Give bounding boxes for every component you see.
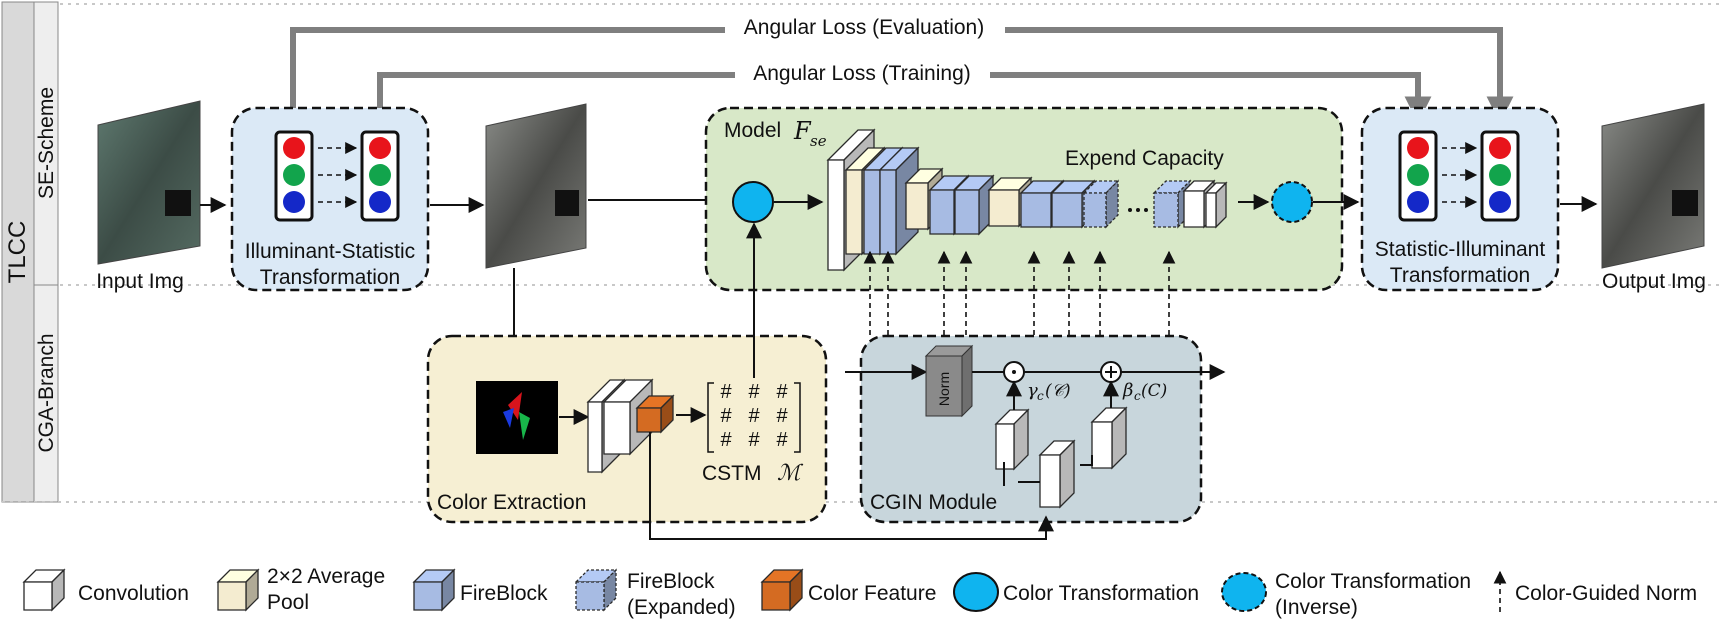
ist-label-line2: Transformation: [260, 266, 400, 289]
cgin-conv-gamma: [994, 408, 1030, 471]
add-cross: [1105, 366, 1117, 378]
gamma-subscript: c: [1037, 389, 1044, 403]
legend-color-transformation-inverse-icon: [1221, 572, 1267, 612]
cstm-cell-1-0: #: [720, 405, 732, 427]
output-image: [1601, 103, 1705, 269]
legend-fireblock-expanded-icon: [574, 568, 618, 612]
cstm-matrix: [707, 382, 801, 453]
loss-evaluation-line: [279, 27, 1514, 140]
net-fireblock-expanded-1: [1082, 179, 1120, 229]
sit-label-line2: Transformation: [1390, 264, 1530, 287]
beta-subscript: c: [1134, 389, 1141, 403]
legend-color-feature: Color Feature: [808, 582, 936, 605]
ce-color-feature: [635, 394, 675, 434]
sit-label-line1: Statistic-Illuminant: [1375, 238, 1546, 261]
model-network: [826, 128, 1228, 272]
ist-label-line1: Illuminant-Statistic: [245, 240, 415, 263]
beta-argument: (C): [1141, 381, 1167, 401]
cgin-conv-beta: [1090, 406, 1128, 470]
legend-color-transformation-inv-line2: (Inverse): [1275, 596, 1358, 619]
legend-color-feature-icon: [760, 568, 804, 612]
beta-symbol: β: [1122, 380, 1133, 401]
model-label: Model: [724, 119, 781, 142]
transformed-image: [485, 103, 587, 269]
loss-training-line: [366, 72, 1432, 140]
sit-box: [1360, 106, 1560, 292]
net-fireblock-4: [953, 174, 995, 236]
legend-fireblock-exp-line1: FireBlock: [627, 570, 715, 593]
cstm-cell-0-1: #: [748, 381, 760, 403]
legend-convolution-icon: [22, 568, 66, 612]
color-extraction-network: [586, 378, 675, 474]
sit-traffic-light-left: [1398, 130, 1438, 222]
loss-evaluation-label: Angular Loss (Evaluation): [744, 16, 984, 39]
gamma-argument: (𝒞): [1045, 381, 1071, 401]
ist-traffic-light-right: [360, 130, 400, 222]
input-image-label: Input Img: [96, 270, 184, 293]
color-histogram-image: [476, 381, 558, 454]
norm-label: Norm: [936, 372, 952, 406]
color-guided-norm-arrows: [863, 250, 1176, 335]
cgin-label: CGIN Module: [870, 491, 997, 514]
ist-dashed-arrows: [318, 142, 358, 208]
loss-training-label: Angular Loss (Training): [753, 62, 971, 85]
cgin-conv-shared: [1038, 439, 1076, 509]
net-conv-out-2: [1204, 181, 1228, 229]
legend-color-transformation-inv-line1: Color Transformation: [1275, 570, 1471, 593]
cstm-cell-2-1: #: [748, 429, 760, 451]
multiply-dot: [1012, 370, 1016, 374]
input-image: [97, 100, 201, 265]
cstm-cell-0-2: #: [776, 381, 788, 403]
sidebar-main-label: TLCC: [4, 221, 31, 284]
legend-fireblock-exp-line2: (Expanded): [627, 596, 736, 619]
legend-avgpool-line2: Pool: [267, 591, 309, 614]
expend-capacity-label: Expend Capacity: [1065, 147, 1224, 170]
cstm-label: CSTM: [702, 462, 762, 485]
color-feature-path: [649, 432, 1054, 540]
gamma-symbol: γ: [1027, 380, 1038, 401]
sit-dashed-arrows: [1442, 142, 1478, 208]
net-ellipsis-dot-3: [1144, 208, 1148, 212]
sidebar-top-label: SE-Scheme: [35, 87, 58, 199]
cstm-cell-2-0: #: [720, 429, 732, 451]
model-symbol: F: [793, 117, 812, 145]
cstm-cell-1-2: #: [776, 405, 788, 427]
model-subscript: se: [810, 132, 827, 150]
color-transformation-node: [732, 181, 774, 223]
cgin-internal-lines: [1003, 380, 1119, 486]
cstm-cell-0-0: #: [720, 381, 732, 403]
legend-convolution: Convolution: [78, 582, 189, 605]
cgin-convolutions: [994, 406, 1128, 509]
legend-fireblock: FireBlock: [460, 582, 548, 605]
cstm-symbol: ℳ: [777, 461, 804, 486]
cstm-cell-2-2: #: [776, 429, 788, 451]
legend-fireblock-icon: [412, 568, 456, 612]
ist-traffic-light-left: [274, 130, 314, 222]
norm-block: [924, 344, 974, 418]
cstm-cell-1-1: #: [748, 405, 760, 427]
color-extraction-label: Color Extraction: [437, 491, 586, 514]
legend-avgpool-line1: 2×2 Average: [267, 565, 385, 588]
color-transformation-inverse-node: [1271, 181, 1313, 223]
sidebar: [1, 1, 59, 503]
legend-avgpool-icon: [216, 568, 260, 612]
legend: [22, 568, 1507, 612]
cstm-cells: #########: [720, 381, 788, 451]
output-image-label: Output Img: [1602, 270, 1706, 293]
sidebar-bottom-label: CGA-Branch: [35, 333, 58, 452]
legend-color-transformation: Color Transformation: [1003, 582, 1199, 605]
sit-traffic-light-right: [1480, 130, 1520, 222]
net-ellipsis-dot-2: [1136, 208, 1140, 212]
net-ellipsis-dot-1: [1128, 208, 1132, 212]
legend-color-transformation-icon: [953, 572, 999, 612]
legend-color-guided-norm: Color-Guided Norm: [1515, 582, 1697, 605]
